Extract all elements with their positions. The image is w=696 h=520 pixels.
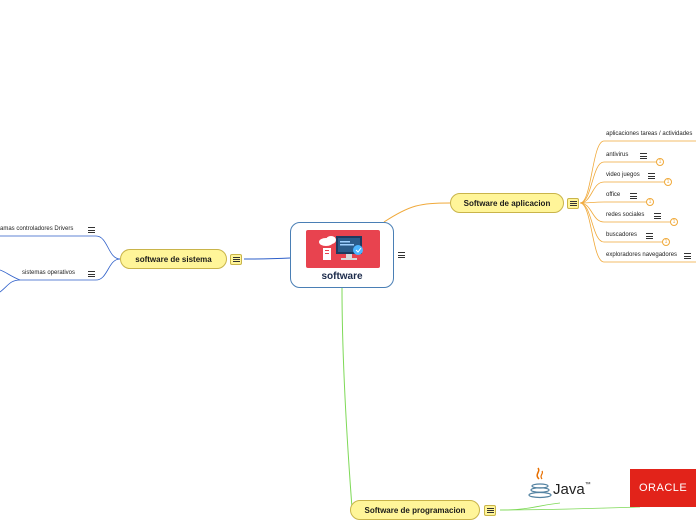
subtopic-video-juegos-menu-icon[interactable] bbox=[648, 173, 655, 179]
topic-programacion[interactable]: Software de programacion bbox=[350, 500, 480, 520]
connector-aplicacion-items bbox=[579, 140, 696, 263]
oracle-logo: ORACLE bbox=[630, 469, 696, 507]
connector-aplicacion bbox=[383, 202, 451, 223]
subtopic-controladores[interactable]: amas controladores Drivers bbox=[0, 226, 74, 232]
topic-programacion-label: Software de programacion bbox=[364, 505, 466, 515]
subtopic-sistemas-operativos[interactable]: sistemas operativos bbox=[22, 270, 76, 276]
topic-sistema-label: software de sistema bbox=[135, 254, 212, 264]
subtopic-buscadores[interactable]: buscadores bbox=[606, 232, 638, 238]
subtopic-exploradores[interactable]: exploradores navegadores bbox=[606, 252, 678, 258]
subtopic-antivirus-menu-icon[interactable] bbox=[640, 153, 647, 159]
connector-programacion bbox=[341, 287, 353, 509]
topic-aplicacion[interactable]: Software de aplicacion bbox=[450, 193, 564, 213]
subtopic-video-juegos[interactable]: video juegos bbox=[606, 172, 640, 178]
subtopic-redes-sociales-menu-icon[interactable] bbox=[654, 213, 661, 219]
subtopic-aplicaciones[interactable]: aplicaciones tareas / actividades bbox=[606, 131, 693, 137]
note-badge-icon[interactable]: 1 bbox=[662, 238, 670, 246]
note-badge-icon[interactable]: 1 bbox=[664, 178, 672, 186]
subtopic-office-menu-icon[interactable] bbox=[630, 193, 637, 199]
central-topic-label: software bbox=[321, 271, 363, 282]
topic-aplicacion-label: Software de aplicacion bbox=[463, 198, 551, 208]
java-trademark: ™ bbox=[585, 481, 591, 488]
subtopic-sistemas-operativos-menu-icon[interactable] bbox=[88, 271, 95, 277]
svg-text:Java™: Java™ bbox=[553, 481, 591, 498]
note-badge-icon[interactable]: 1 bbox=[646, 198, 654, 206]
java-logo: Java™ bbox=[524, 462, 596, 502]
computer-cloud-icon bbox=[306, 230, 380, 268]
note-badge-icon[interactable]: 1 bbox=[670, 218, 678, 226]
subtopic-office[interactable]: office bbox=[606, 192, 621, 198]
subtopic-controladores-menu-icon[interactable] bbox=[88, 227, 95, 233]
connector-sistema-items bbox=[0, 235, 121, 293]
central-menu-icon[interactable] bbox=[398, 252, 405, 258]
topic-sistema[interactable]: software de sistema bbox=[120, 249, 227, 269]
subtopic-antivirus[interactable]: antivirus bbox=[606, 152, 629, 158]
topic-aplicacion-menu-icon[interactable] bbox=[567, 198, 579, 209]
oracle-logo-text: ORACLE bbox=[639, 482, 688, 494]
subtopic-buscadores-menu-icon[interactable] bbox=[646, 233, 653, 239]
subtopic-exploradores-menu-icon[interactable] bbox=[684, 253, 691, 259]
central-topic[interactable]: software bbox=[290, 222, 394, 288]
note-badge-icon[interactable]: 1 bbox=[656, 158, 664, 166]
subtopic-redes-sociales[interactable]: redes sociales bbox=[606, 212, 645, 218]
topic-programacion-menu-icon[interactable] bbox=[484, 505, 496, 516]
java-logo-text: Java bbox=[553, 481, 585, 498]
topic-sistema-menu-icon[interactable] bbox=[230, 254, 242, 265]
connector-programacion-items bbox=[499, 502, 641, 511]
connector-sistema bbox=[243, 257, 291, 260]
